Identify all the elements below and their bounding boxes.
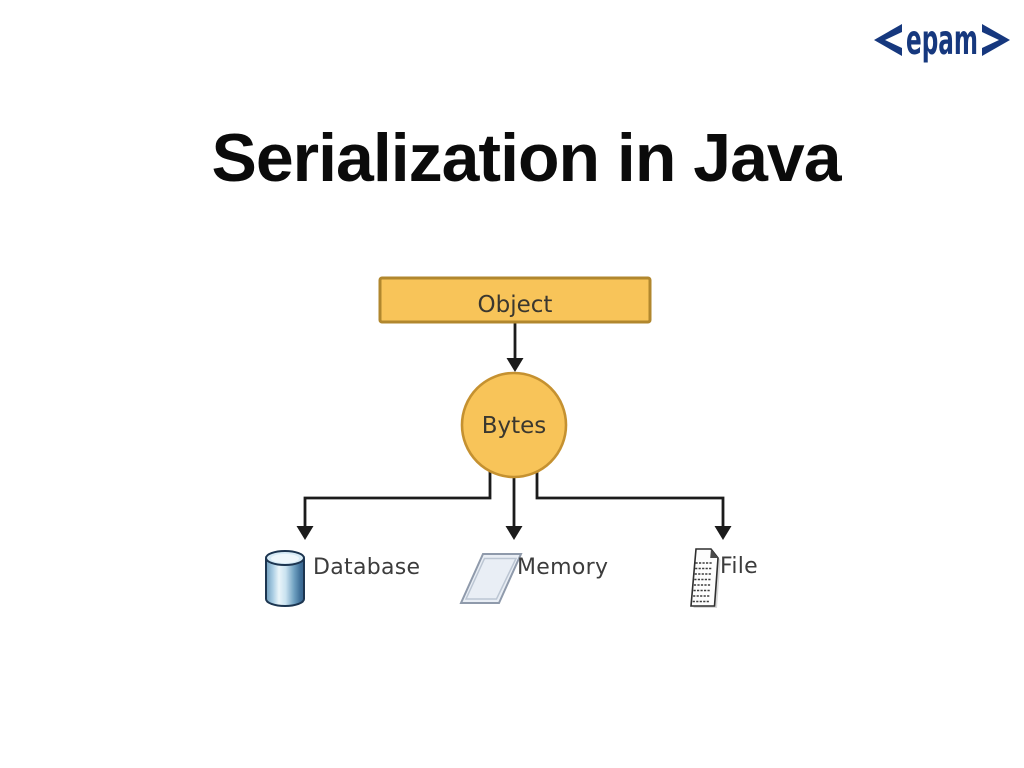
logo-right-chevron-icon	[982, 24, 1010, 56]
database-cylinder-body	[265, 558, 305, 607]
database-cylinder-top-highlight	[271, 553, 299, 564]
bytes-node-label: Bytes	[482, 413, 547, 439]
arrowhead-to-file-icon	[714, 526, 732, 540]
page-title: Serialization in Java	[211, 120, 841, 196]
arrowhead-to-memory-icon	[505, 526, 523, 540]
connector-bytes-to-database	[303, 455, 492, 527]
memory-icon	[459, 553, 523, 604]
file-label: File	[720, 554, 758, 579]
logo-left-chevron-icon	[874, 24, 902, 56]
arrowhead-to-database-icon	[296, 526, 314, 540]
serialization-diagram: Object Bytes	[250, 255, 770, 625]
file-folded-corner	[710, 549, 718, 558]
connector-bytes-to-file	[535, 455, 725, 527]
object-node-label: Object	[478, 292, 553, 318]
database-label: Database	[313, 555, 420, 580]
database-icon	[265, 550, 305, 607]
epam-logo: epam	[872, 12, 1012, 68]
file-icon	[690, 548, 721, 608]
object-node	[378, 276, 652, 324]
file-text-lines	[692, 562, 712, 603]
epam-logo-text: epam	[906, 16, 978, 64]
memory-label: Memory	[517, 555, 608, 580]
bytes-node	[460, 371, 568, 479]
epam-logo-graphic: epam	[874, 16, 1010, 64]
memory-sheet-outer	[459, 553, 523, 604]
memory-sheet-inner	[464, 557, 518, 600]
arrowhead-object-to-bytes-icon	[506, 358, 524, 372]
